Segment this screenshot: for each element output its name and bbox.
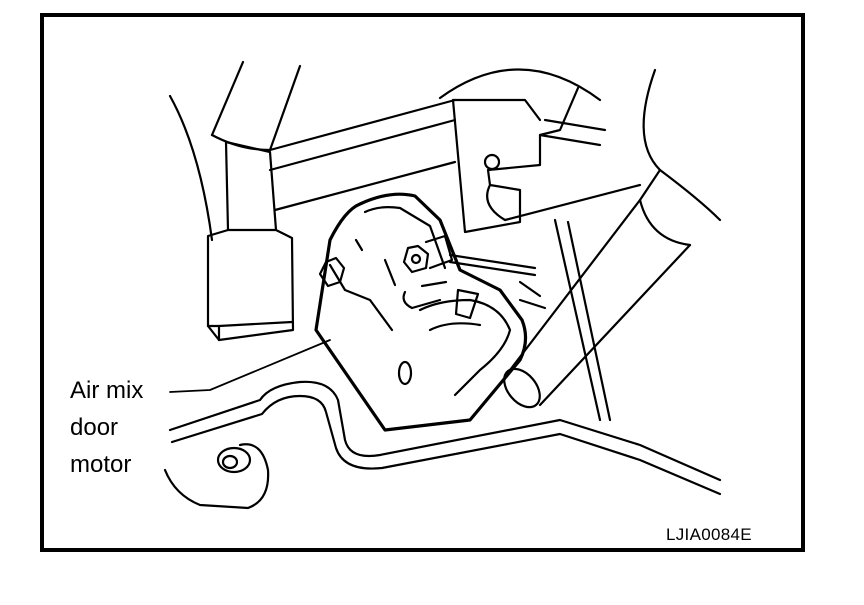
callout-leader bbox=[169, 339, 331, 393]
label-line-1: Air mix bbox=[70, 377, 144, 404]
figure-code: LJIA0084E bbox=[666, 525, 752, 544]
control-rod bbox=[503, 68, 722, 422]
label-line-2: door bbox=[70, 414, 119, 441]
lower-housing bbox=[163, 380, 722, 510]
mounting-bracket bbox=[451, 86, 642, 234]
label-line-3: motor bbox=[70, 451, 132, 478]
harness-connector bbox=[206, 140, 295, 342]
part-label: Air mix door motor bbox=[70, 372, 143, 483]
duct-structure bbox=[168, 60, 602, 242]
air-mix-door-motor bbox=[314, 192, 547, 432]
